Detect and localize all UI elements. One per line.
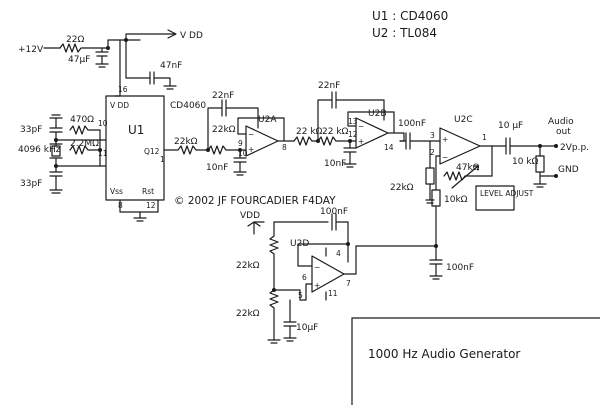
u2b-ref: U2B	[368, 109, 387, 119]
output-stage: + − U2C 3 2 1 100nF 47kΩ 22kΩ 10kΩ LEVEL…	[390, 115, 589, 241]
level-adjust-label: LEVEL ADJUST	[480, 189, 534, 198]
u2b-plus: +	[358, 137, 364, 146]
osc-r1-label: 470Ω	[70, 115, 94, 125]
title-block-text: 1000 Hz Audio Generator	[368, 347, 520, 361]
u2c-rfb-label: 47kΩ	[456, 163, 480, 173]
filter-r2-label: 22kΩ	[212, 125, 236, 135]
u2d-pin4: 4	[336, 249, 341, 258]
audio-out-line2: out	[556, 127, 571, 137]
u2c-rlvl-label: 10kΩ	[444, 195, 468, 205]
u1-vss-label: Vss	[110, 187, 123, 196]
osc-c2-label: 33pF	[20, 179, 42, 189]
title-block-frame	[351, 317, 600, 405]
filter-r1-label: 22kΩ	[174, 137, 198, 147]
osc-xtal-label: 4096 kHz	[18, 145, 61, 155]
vin-label: +12V	[18, 45, 44, 55]
u2d-vdd-label: VDD	[240, 211, 260, 221]
u2c-opamp	[439, 127, 481, 165]
u2d-opamp	[311, 255, 345, 293]
credit-text: © 2002 JF FOURCADIER F4DAY	[174, 195, 336, 207]
u1-vdd-label: V DD	[110, 101, 129, 110]
audio-out-line1: Audio	[548, 117, 574, 127]
supply-resistor	[59, 43, 87, 53]
supply-c1-label: 47μF	[68, 55, 90, 65]
u2d-cdec-label: 100nF	[446, 263, 474, 273]
legend-u1: U1 : CD4060	[372, 9, 448, 23]
u2d-cbias-label: 10μF	[296, 323, 318, 333]
u2c-rout-label: 10 kΩ	[512, 157, 539, 167]
u2c-plus: +	[442, 135, 448, 144]
filter-c2-label: 10nF	[206, 163, 228, 173]
u1-rst-label: Rst	[142, 187, 154, 196]
filter-r3-label: 22 kΩ	[296, 127, 323, 137]
audio-out-level: 2Vp.p.	[560, 143, 589, 153]
u2c-pin2: 2	[430, 148, 435, 157]
u2d-minus: −	[314, 263, 320, 272]
u2a-minus: −	[248, 130, 254, 139]
u2b-pin12: 12	[348, 130, 358, 139]
u1-q12-label: Q12	[144, 147, 160, 156]
level-adjust-box	[475, 185, 515, 211]
u2d-ref: U2D	[290, 239, 309, 249]
u2c-pin1: 1	[482, 133, 487, 142]
filter-r4-label: 22 kΩ	[322, 127, 349, 137]
u2a-pin10: 10	[238, 149, 248, 158]
u2d-pin7: 7	[346, 279, 351, 288]
filter-c1-label: 22nF	[212, 91, 234, 101]
u2b-minus: −	[358, 122, 364, 131]
level-pot	[443, 171, 493, 181]
filter-c3-label: 22nF	[318, 81, 340, 91]
u2d-r1-label: 22kΩ	[236, 261, 260, 271]
u2d-cfb-label: 100nF	[320, 207, 348, 217]
u2d-pin6: 6	[302, 273, 307, 282]
u2c-cout-label: 10 μF	[498, 121, 523, 131]
u2b-pin13: 13	[348, 117, 358, 126]
u2c-pin3: 3	[430, 131, 435, 140]
u1-part: CD4060	[170, 101, 206, 111]
u2c-minus: −	[442, 153, 448, 162]
u2b-pin14: 14	[384, 143, 394, 152]
filter-c4-label: 10nF	[324, 159, 346, 169]
gnd-label: GND	[558, 165, 579, 175]
u1-pin10: 10	[98, 119, 108, 128]
osc-r2-label: 2.2MΩ	[70, 139, 99, 149]
u2d-r2-label: 22kΩ	[236, 309, 260, 319]
u1-ref: U1	[128, 123, 144, 137]
u2b-opamp	[355, 117, 389, 149]
u2a-pin8: 8	[282, 143, 287, 152]
u2a-pin9: 9	[238, 139, 243, 148]
u1-pin16: 16	[118, 85, 128, 94]
supply-r-label: 22Ω	[66, 35, 84, 45]
supply-c2-label: 47nF	[160, 61, 182, 71]
filter-stage: − + U2A 9 10 8 22kΩ 22kΩ 22nF 10nF − + U…	[163, 81, 405, 176]
u2a-opamp	[245, 125, 279, 157]
u2a-plus: +	[248, 145, 254, 154]
u1-pin12: 12	[146, 201, 156, 210]
osc-c1-label: 33pF	[20, 125, 42, 135]
u2d-plus: +	[314, 281, 320, 290]
u2c-cin-label: 100nF	[398, 119, 426, 129]
u2d-pin11: 11	[328, 289, 338, 298]
supply-network: +12V 22Ω 47μF V DD 47nF	[18, 29, 203, 97]
u2a-ref: U2A	[258, 115, 277, 125]
vdd-label: V DD	[180, 31, 203, 41]
legend-u2: U2 : TL084	[372, 26, 437, 40]
u1-pin11: 11	[98, 149, 108, 158]
bias-stage: − + VDD U2D 22kΩ 22kΩ 100nF 10μF 100nF 4…	[236, 207, 474, 344]
u1-ic: V DD U1 CD4060 Vss Rst Q12 16 10 11 8 12…	[98, 85, 206, 222]
u1-pin1: 1	[160, 155, 165, 164]
u2d-pin5: 5	[298, 291, 303, 300]
u2c-rin-label: 22kΩ	[390, 183, 414, 193]
oscillator: 33pF 4096 kHz 33pF 470Ω 2.2MΩ	[18, 114, 107, 194]
u2c-ref: U2C	[454, 115, 473, 125]
